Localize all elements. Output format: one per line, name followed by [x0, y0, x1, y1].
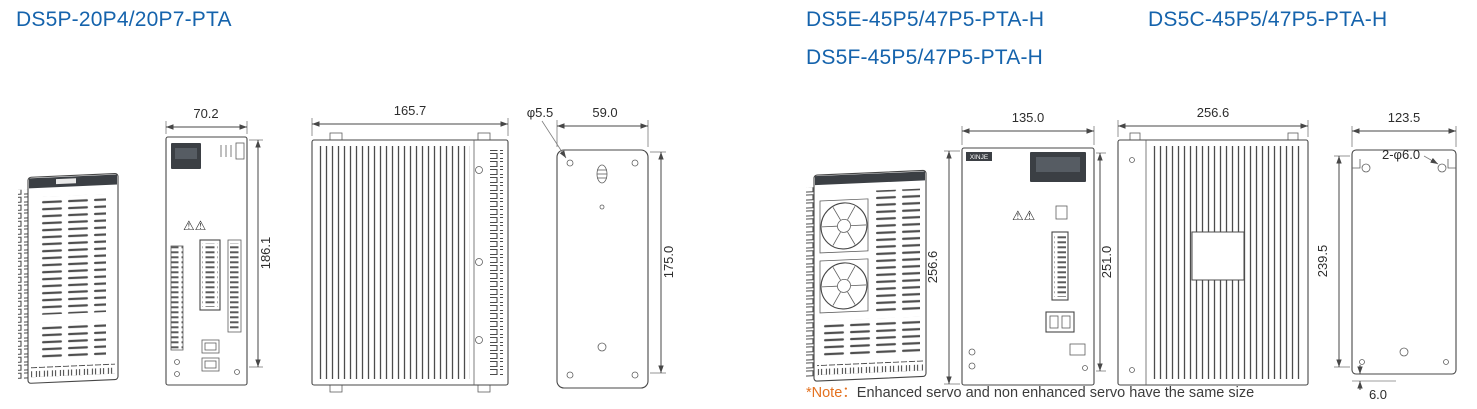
note: *Note：Enhanced servo and non enhanced se… [806, 381, 1254, 402]
dim-ds5p-hole-callout: φ5.5 [527, 105, 567, 159]
model-title-ds5p: DS5P-20P4/20P7-PTA [16, 8, 232, 31]
mount-hole [597, 342, 607, 352]
ds5e-perspective-view [804, 169, 927, 382]
ds5e-back-plate: 123.5 2-φ6.0 239.5 6.0 [1315, 110, 1457, 402]
dim-label: φ5.5 [527, 105, 554, 120]
dim-label: 123.5 [1388, 110, 1421, 125]
dim-label: 6.0 [1369, 387, 1387, 402]
terminal-row [817, 360, 923, 376]
side-vents [489, 150, 503, 376]
model-title-ds5f: DS5F-45P5/47P5-PTA-H [806, 46, 1044, 69]
dim-label: 59.0 [592, 105, 617, 120]
dim-label: 175.0 [661, 246, 676, 279]
mount-hole [1437, 163, 1447, 173]
mount-hole [566, 371, 574, 379]
dim-label: 256.6 [925, 251, 940, 284]
vent-slots [40, 319, 106, 361]
dim-ds5p-depth: 165.7 [311, 103, 509, 136]
fan-cutout [1191, 231, 1245, 281]
heatsink-fins-left [804, 187, 814, 378]
connector-cn1 [227, 239, 242, 333]
dim-label: 186.1 [258, 237, 273, 270]
warning-icon: ⚠⚠ [183, 218, 207, 233]
heatsink-fins [318, 146, 470, 379]
mount-hole [566, 159, 574, 167]
port [201, 339, 220, 354]
dim-ds5p-back-height: 175.0 [650, 151, 676, 374]
note-text: Enhanced servo and non enhanced servo ha… [856, 385, 1255, 401]
mount-hole [1361, 163, 1371, 173]
dim-label: 70.2 [193, 106, 218, 121]
ds5e-side-view: 256.6 [1117, 105, 1309, 386]
dim-label: 2-φ6.0 [1382, 147, 1420, 162]
model-title-ds5c: DS5C-45P5/47P5-PTA-H [1148, 8, 1388, 31]
dim-label: 239.5 [1315, 245, 1330, 278]
dim-ds5p-front-height: 186.1 [249, 139, 273, 368]
heatsink-fins-left [18, 189, 28, 380]
dim-label: 165.7 [394, 103, 427, 118]
connector [1051, 231, 1069, 301]
dim-label: 256.6 [1197, 105, 1230, 120]
dim-label: 251.0 [1099, 246, 1114, 279]
model-title-ds5e: DS5E-45P5/47P5-PTA-H [806, 8, 1045, 31]
dim-ds5e-front-height-total: 256.6 [925, 150, 960, 385]
ds5p-front-view: ⚠⚠ 70.2 186.1 [165, 106, 273, 386]
dim-label: 135.0 [1012, 110, 1045, 125]
dim-ds5e-front-height-body: 251.0 [1096, 152, 1114, 372]
brand-badge [966, 152, 992, 161]
ds5e-front-view: XINJE ⚠⚠ 135.0 256. [925, 110, 1114, 386]
warning-icon: ⚠⚠ [1012, 208, 1036, 223]
connector [199, 239, 221, 311]
top-cap [815, 171, 925, 186]
vent-slots [40, 193, 106, 315]
terminal-block [170, 245, 184, 351]
ds5p-back-plate: 59.0 φ5.5 175.0 [527, 105, 676, 389]
mount-hole [631, 371, 639, 379]
mount-hole [631, 159, 639, 167]
dim-ds5p-back-width: 59.0 [556, 105, 649, 147]
ds5p-side-view: 165.7 [311, 103, 509, 393]
port-block [1045, 311, 1075, 333]
ds5p-perspective-view [18, 173, 119, 384]
terminal-row [31, 363, 115, 378]
dim-ds5e-back-height: 239.5 [1315, 155, 1350, 368]
vent-slots [876, 188, 920, 313]
dim-ds5e-front-width: 135.0 [961, 110, 1095, 145]
dim-ds5e-holes-callout: 2-φ6.0 [1382, 147, 1439, 165]
vent-slots [822, 316, 920, 359]
note-prefix: *Note： [806, 385, 857, 401]
dim-ds5e-back-bottom-offset: 6.0 [1352, 365, 1396, 402]
dim-ds5p-front-width: 70.2 [165, 106, 248, 134]
port [1069, 343, 1086, 356]
mount-hole [1399, 347, 1409, 357]
port [201, 357, 220, 372]
brand-label: XINJE [970, 154, 989, 161]
dim-ds5e-depth: 256.6 [1117, 105, 1309, 137]
dim-ds5e-back-width: 123.5 [1351, 110, 1457, 147]
